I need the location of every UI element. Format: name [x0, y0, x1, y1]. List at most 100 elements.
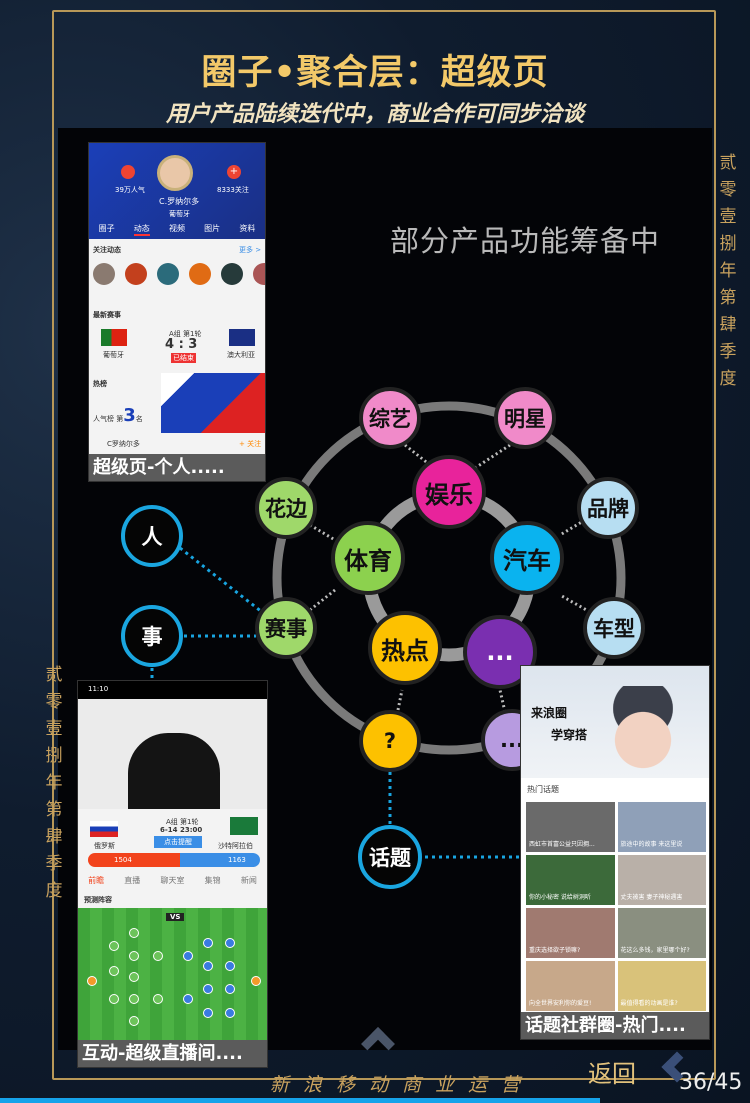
inner-node[interactable]: 娱乐 [412, 455, 486, 529]
follow-plus-icon[interactable]: + [227, 165, 241, 179]
player-marker [109, 994, 119, 1004]
live-room-screenshot[interactable]: 11:10 A组 第1轮 6-14 23:00 点击提醒 俄罗斯 沙特阿拉伯 1… [77, 680, 268, 1068]
card-caption: 话题社群圈-热门.... [521, 1012, 709, 1039]
node-label: 体育 [344, 546, 392, 575]
player-marker [109, 966, 119, 976]
away-votes: 1163 [228, 856, 246, 864]
card-caption: 互动-超级直播间.... [78, 1040, 267, 1067]
outer-node[interactable]: 车型 [583, 597, 645, 659]
popularity-icon [121, 165, 135, 179]
status-bar [78, 681, 267, 699]
player-marker [129, 951, 139, 961]
followed-avatars [93, 263, 265, 285]
australia-flag [229, 329, 255, 346]
card-caption: 超级页-个人..... [89, 454, 265, 481]
outer-node[interactable]: 赛事 [255, 597, 317, 659]
side-connectors [150, 546, 522, 859]
saudi-flag [230, 817, 258, 835]
topic-tile[interactable]: 向全世界安利你的爱豆! [526, 961, 615, 1011]
outer-node[interactable]: 综艺 [359, 387, 421, 449]
away-vote-bar[interactable] [180, 853, 260, 867]
player-marker [87, 976, 97, 986]
topic-title: 最值得看的动画是谁? [620, 1000, 678, 1007]
player-marker [129, 972, 139, 982]
tab[interactable]: 资料 [239, 224, 256, 233]
outer-ring [272, 401, 626, 755]
decorative-frame [52, 10, 716, 1080]
hot-topics-header: 热门话题 [527, 785, 559, 794]
node-label: 话题 [369, 846, 411, 870]
player-marker [251, 976, 261, 986]
inner-node[interactable]: 汽车 [490, 521, 564, 595]
node-label: 人 [141, 525, 163, 549]
preparation-note: 部分产品功能筹备中 [390, 224, 661, 258]
host-figure [128, 733, 220, 809]
footer-brand: 新浪移动商业运营 [270, 1074, 535, 1096]
follow-button[interactable]: + 关注 [239, 440, 262, 448]
outer-node[interactable]: 品牌 [577, 477, 639, 539]
topic-title: 丈夫被害 妻子神秘遇害 [620, 894, 683, 901]
tab[interactable]: 圈子 [98, 224, 115, 233]
player-marker [183, 994, 193, 1004]
side-node[interactable]: 话题 [358, 825, 422, 889]
node-label: 事 [141, 625, 163, 649]
outer-node[interactable]: 花边 [255, 477, 317, 539]
topic-tile[interactable]: 丈夫被害 妻子神秘遇害 [617, 855, 706, 905]
tab[interactable]: 集锦 [204, 876, 221, 885]
player-marker [183, 951, 193, 961]
followers-count: 8333关注 [217, 186, 249, 194]
home-team: 俄罗斯 [94, 842, 115, 850]
tab[interactable]: 聊天室 [160, 876, 185, 885]
node-label: 赛事 [265, 617, 307, 641]
latest-match-header: 最新赛事 [93, 311, 121, 319]
remind-button[interactable]: 点击提醒 [154, 836, 202, 848]
inner-node[interactable]: 热点 [368, 611, 442, 685]
node-label: 花边 [265, 497, 307, 521]
tab[interactable]: 动态 [133, 223, 150, 236]
topic-community-screenshot[interactable]: 来浪圈 学穿搭 热门话题 西虹市首富公益只因拥...旅途中的故事 来这里说你的小… [520, 665, 710, 1040]
player-marker [129, 928, 139, 938]
more-link[interactable]: 更多 > [239, 246, 262, 254]
inner-node[interactable]: 体育 [331, 521, 405, 595]
away-team: 沙特阿拉伯 [218, 842, 253, 850]
banner-text-2: 学穿搭 [551, 728, 588, 742]
match-round: A组 第1轮 [169, 330, 202, 338]
node-connectors [309, 443, 591, 713]
home-vote-bar[interactable] [88, 853, 180, 867]
back-button[interactable]: 返回 [588, 1060, 636, 1088]
russia-flag [90, 821, 118, 837]
topic-tile[interactable]: 旅途中的故事 来这里说 [617, 802, 706, 852]
tab[interactable]: 新闻 [240, 876, 257, 885]
node-label: 明星 [504, 407, 546, 431]
node-label: ... [486, 638, 514, 666]
side-node[interactable]: 事 [121, 605, 183, 667]
banner-portrait [613, 686, 673, 776]
person-name: C.罗纳尔多 [159, 197, 200, 206]
slide-title: 圈子•聚合层：超级页 [201, 53, 549, 93]
outer-node[interactable]: 明星 [494, 387, 556, 449]
slide-subtitle: 用户产品陆续迭代中，商业合作可同步洽谈 [165, 102, 584, 127]
tab[interactable]: 前瞻 [88, 876, 105, 885]
outer-node[interactable]: ? [359, 710, 421, 772]
avatar [157, 155, 193, 191]
node-label: 汽车 [503, 546, 551, 575]
hot-list-header: 热榜 [93, 380, 107, 388]
player-marker [153, 994, 163, 1004]
topic-tile[interactable]: 西虹市首富公益只因拥... [526, 802, 615, 852]
node-label: 热点 [381, 636, 429, 665]
player-marker [225, 984, 235, 994]
player-marker [129, 994, 139, 1004]
topic-tile[interactable]: 花这么多钱，家里哪个好? [617, 908, 706, 958]
topic-tile[interactable]: 你的小秘密 说给树洞听 [526, 855, 615, 905]
portugal-flag [101, 329, 127, 346]
topic-tile[interactable]: 最值得看的动画是谁? [617, 961, 706, 1011]
tab[interactable]: 视频 [168, 224, 185, 233]
topic-title: 你的小秘密 说给树洞听 [529, 894, 591, 901]
tab[interactable]: 直播 [124, 876, 141, 885]
rank-prefix: 人气榜 第 [93, 415, 124, 423]
tab[interactable]: 图片 [204, 224, 221, 233]
topic-tile[interactable]: 重庆选择欲子锁嘛? [526, 908, 615, 958]
side-node[interactable]: 人 [121, 505, 183, 567]
super-page-person-screenshot[interactable]: + 39万人气 8333关注 C.罗纳尔多 葡萄牙 圈子动态视频图片资料 关注动… [88, 142, 266, 482]
country-badge: 葡萄牙 [169, 210, 190, 218]
